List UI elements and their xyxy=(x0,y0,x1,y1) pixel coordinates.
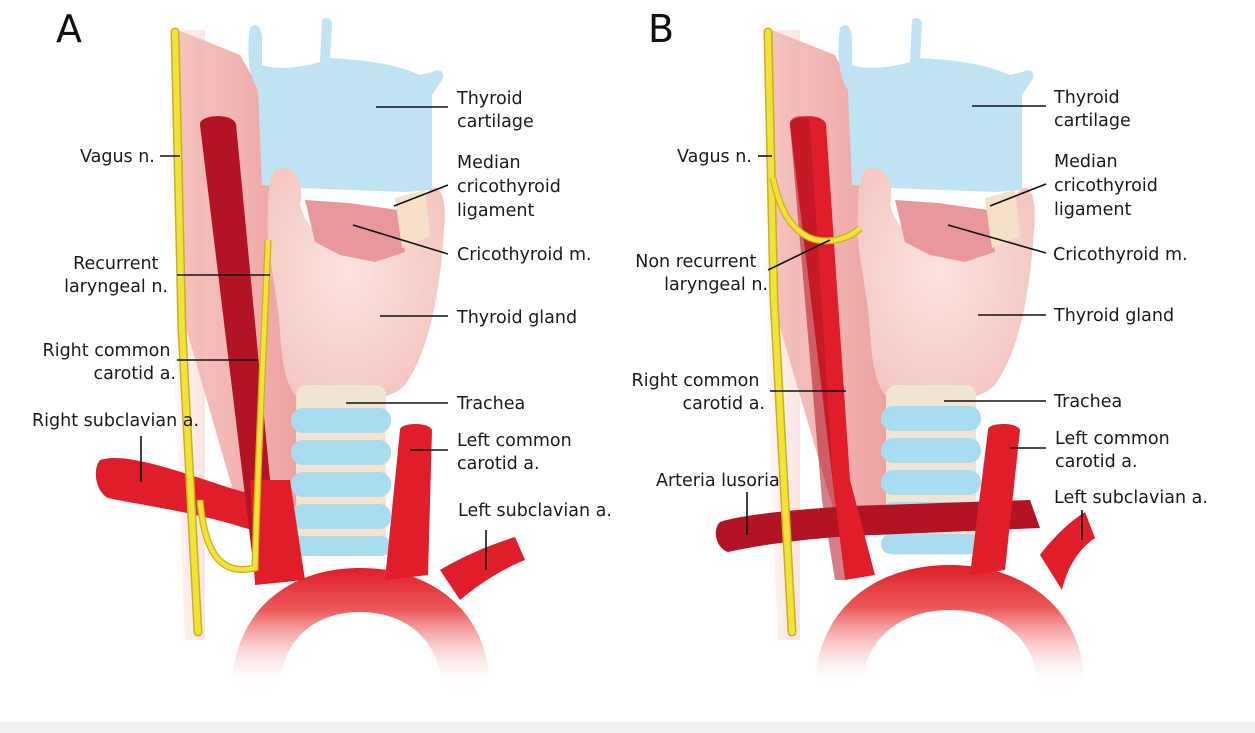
thyroid-cartilage xyxy=(248,17,444,192)
label-line: Left common xyxy=(1055,429,1170,449)
label-line: cartilage xyxy=(457,112,534,132)
right-common-carotid-artery xyxy=(199,116,300,580)
label-thyroid-cartilage: Thyroid cartilage xyxy=(1053,88,1131,131)
label-right-common-carotid: Right common carotid a. xyxy=(632,371,765,414)
leader-lines xyxy=(746,105,1083,540)
labels: Thyroid cartilage Median cricothyroid li… xyxy=(32,89,612,521)
leader-line xyxy=(989,183,1047,207)
label-line: Median xyxy=(457,153,521,173)
aortic-arch xyxy=(815,565,1085,690)
labels: Thyroid cartilage Median cricothyroid li… xyxy=(632,88,1208,508)
label-median-ligament: Median cricothyroid ligament xyxy=(457,153,566,221)
tracheal-ring xyxy=(291,440,391,465)
label-line: Recurrent xyxy=(73,254,158,274)
leader-line xyxy=(393,184,449,207)
label-line: Right common xyxy=(632,371,760,391)
label-line: laryngeal n. xyxy=(664,275,768,295)
label-line: carotid a. xyxy=(457,454,540,474)
label-line: carotid a. xyxy=(682,394,765,414)
label-cricothyroid: Cricothyroid m. xyxy=(1053,245,1188,265)
label-line: Left common xyxy=(457,431,572,451)
label-right-subclavian: Right subclavian a. xyxy=(32,411,199,431)
left-subclavian-artery xyxy=(440,537,525,600)
label-line: Thyroid xyxy=(456,89,523,109)
tracheal-ring xyxy=(291,536,391,556)
tracheal-ring xyxy=(291,472,391,497)
label-vagus: Vagus n. xyxy=(677,147,752,167)
thyroid-gland xyxy=(857,167,1035,400)
panel-b: B xyxy=(632,7,1208,690)
label-line: Median xyxy=(1054,152,1118,172)
arteria-lusoria xyxy=(715,500,1040,552)
aortic-arch xyxy=(232,568,490,690)
cricothyroid-muscle xyxy=(895,200,995,262)
label-thyroid-gland: Thyroid gland xyxy=(456,308,577,328)
label-line: cricothyroid xyxy=(1054,176,1158,196)
vagus-nerve-fill xyxy=(172,29,201,635)
label-line: Thyroid xyxy=(1053,88,1120,108)
label-left-subclavian: Left subclavian a. xyxy=(1054,488,1208,508)
label-left-common-carotid: Left common carotid a. xyxy=(1055,429,1175,472)
left-common-carotid-artery xyxy=(970,424,1020,575)
left-common-carotid-artery xyxy=(385,424,432,580)
leader-line xyxy=(767,239,831,271)
vagus-nerve-fill xyxy=(765,29,795,635)
label-non-recurrent-laryngeal: Non recurrent laryngeal n. xyxy=(635,252,768,295)
label-line: ligament xyxy=(457,201,534,221)
label-line: carotid a. xyxy=(93,364,176,384)
tracheal-ring xyxy=(881,534,981,554)
anatomy-drawing xyxy=(95,17,525,690)
bottom-strip xyxy=(0,722,1255,733)
label-left-subclavian: Left subclavian a. xyxy=(458,501,612,521)
label-line: Non recurrent xyxy=(635,252,756,272)
label-left-common-carotid: Left common carotid a. xyxy=(457,431,577,474)
label-line: Right common xyxy=(43,341,171,361)
label-line: laryngeal n. xyxy=(64,277,168,297)
leader-line xyxy=(352,224,449,255)
tracheal-ring xyxy=(291,408,391,433)
tracheal-ring xyxy=(291,504,391,529)
panel-letter: A xyxy=(56,7,82,51)
label-right-common-carotid: Right common carotid a. xyxy=(43,341,176,384)
label-recurrent-laryngeal: Recurrent laryngeal n. xyxy=(64,254,168,297)
panel-a: A xyxy=(32,7,612,690)
left-subclavian-artery xyxy=(1040,512,1095,590)
label-median-ligament: Median cricothyroid ligament xyxy=(1054,152,1163,220)
label-thyroid-gland: Thyroid gland xyxy=(1053,306,1174,326)
panel-letter: B xyxy=(648,7,674,51)
median-cricothyroid-ligament xyxy=(395,190,430,248)
tracheal-ring xyxy=(881,406,981,431)
label-line: cartilage xyxy=(1054,111,1131,131)
recurrent-laryngeal-nerve-fill xyxy=(197,239,271,572)
thyroid-cartilage xyxy=(838,17,1034,192)
label-line: carotid a. xyxy=(1055,452,1138,472)
label-cricothyroid: Cricothyroid m. xyxy=(457,245,592,265)
label-trachea: Trachea xyxy=(1053,392,1122,412)
leader-lines xyxy=(140,106,487,570)
tracheal-ring xyxy=(881,470,981,495)
label-line: ligament xyxy=(1054,200,1131,220)
tracheal-ring xyxy=(881,438,981,463)
label-vagus: Vagus n. xyxy=(80,147,155,167)
anatomy-drawing xyxy=(715,17,1095,690)
label-line: cricothyroid xyxy=(457,177,561,197)
label-thyroid-cartilage: Thyroid cartilage xyxy=(456,89,534,132)
label-arteria-lusoria: Arteria lusoria xyxy=(656,471,780,491)
label-trachea: Trachea xyxy=(456,394,525,414)
leader-line xyxy=(947,224,1047,254)
non-recurrent-laryngeal-nerve-fill xyxy=(770,177,862,244)
cricothyroid-muscle xyxy=(305,200,405,262)
brachiocephalic-trunk xyxy=(250,480,305,585)
trachea xyxy=(291,385,391,556)
thyroid-gland xyxy=(267,167,445,400)
